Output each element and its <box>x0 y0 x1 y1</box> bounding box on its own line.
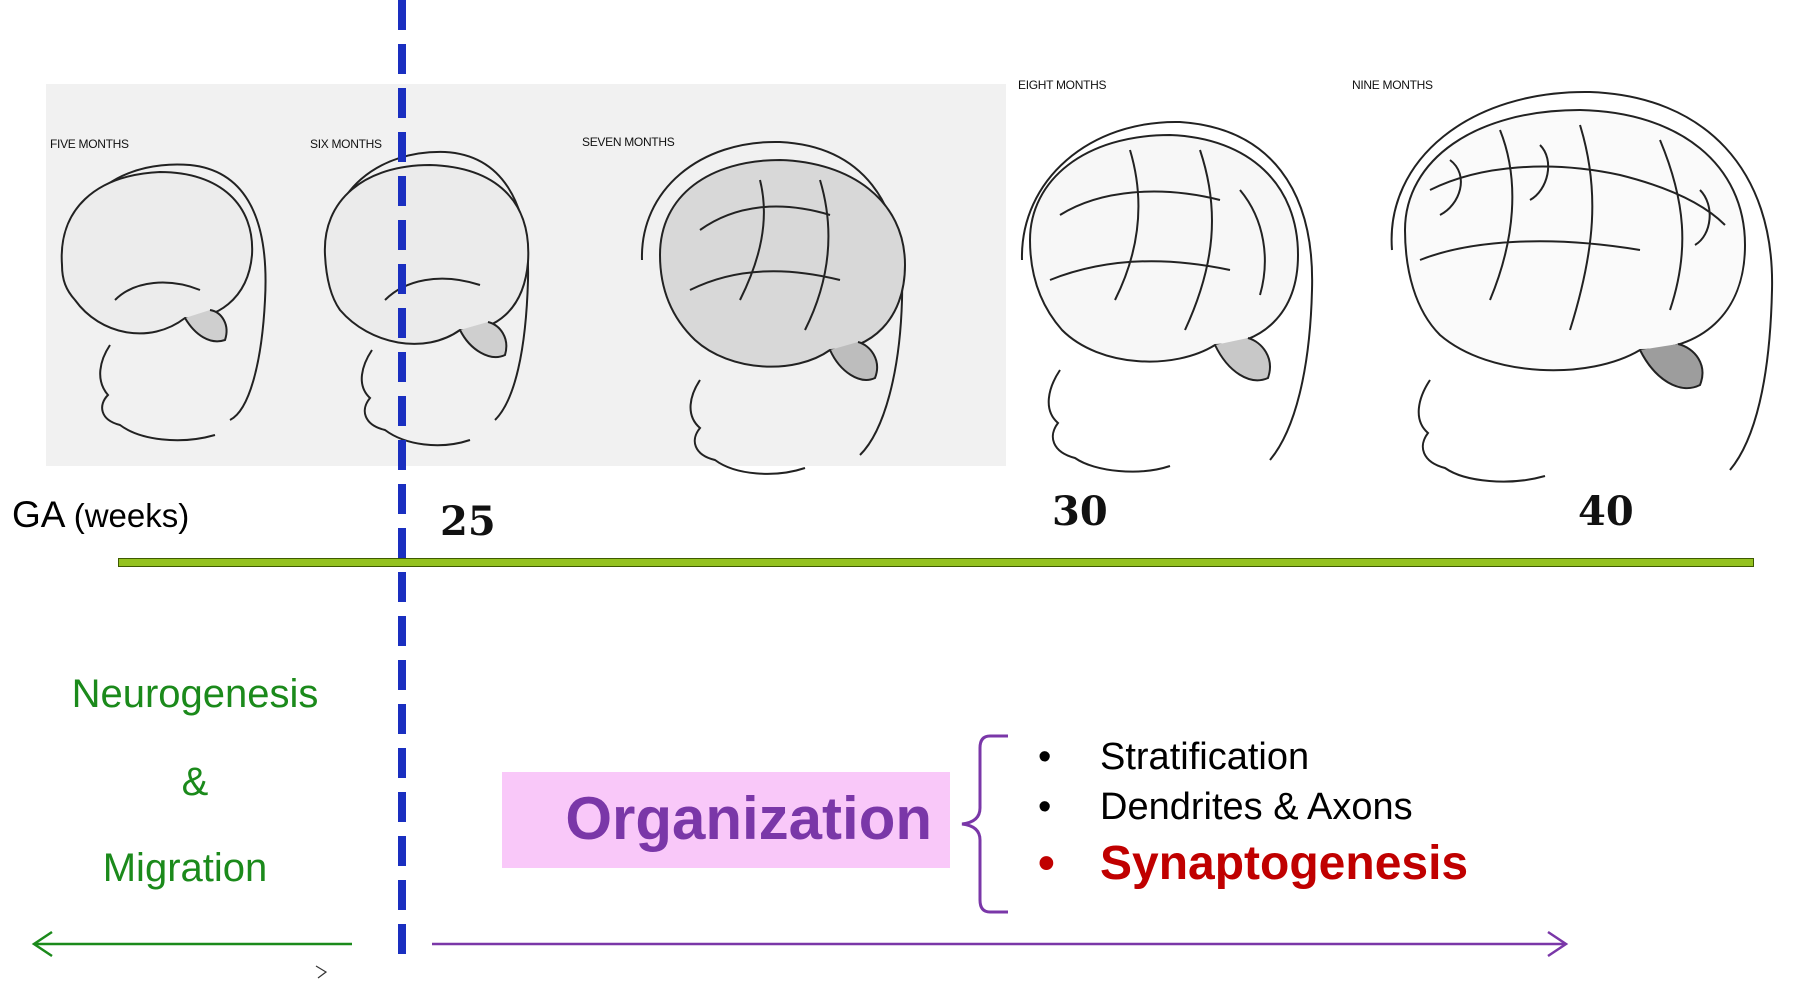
ampersand-label: & <box>30 760 360 805</box>
six-month-brain-drawing <box>325 152 528 445</box>
ga-axis-title: GA <box>12 494 63 535</box>
week-tick-25: 25 <box>440 498 496 545</box>
dendrites-axons-item: Dendrites & Axons <box>1100 786 1413 829</box>
eight-month-brain-drawing <box>1022 122 1312 472</box>
month-label-seven: SEVEN MONTHS <box>582 135 674 149</box>
month-label-five: FIVE MONTHS <box>50 137 129 151</box>
synaptogenesis-item: Synaptogenesis <box>1100 836 1468 891</box>
migration-label: Migration <box>20 846 350 891</box>
month-label-six: SIX MONTHS <box>310 137 382 151</box>
bullet-marker: • <box>1038 786 1051 829</box>
gestation-timeline-bar <box>118 558 1754 567</box>
week-tick-30: 30 <box>1052 488 1108 535</box>
month-label-eight: EIGHT MONTHS <box>1018 78 1106 92</box>
bullet-marker: • <box>1038 836 1055 891</box>
bullet-marker: • <box>1038 736 1051 779</box>
seven-month-brain-drawing <box>642 142 905 474</box>
month-label-nine: NINE MONTHS <box>1352 78 1433 92</box>
five-month-brain-drawing <box>62 164 266 440</box>
ga-axis-unit: (weeks) <box>74 497 190 534</box>
neurogenesis-label: Neurogenesis <box>30 672 360 717</box>
stratification-item: Stratification <box>1100 736 1309 779</box>
ga-axis-label: GA (weeks) <box>12 494 189 536</box>
week-tick-40: 40 <box>1578 488 1634 535</box>
organization-label: Organization <box>502 784 932 853</box>
nine-month-brain-drawing <box>1392 92 1772 482</box>
